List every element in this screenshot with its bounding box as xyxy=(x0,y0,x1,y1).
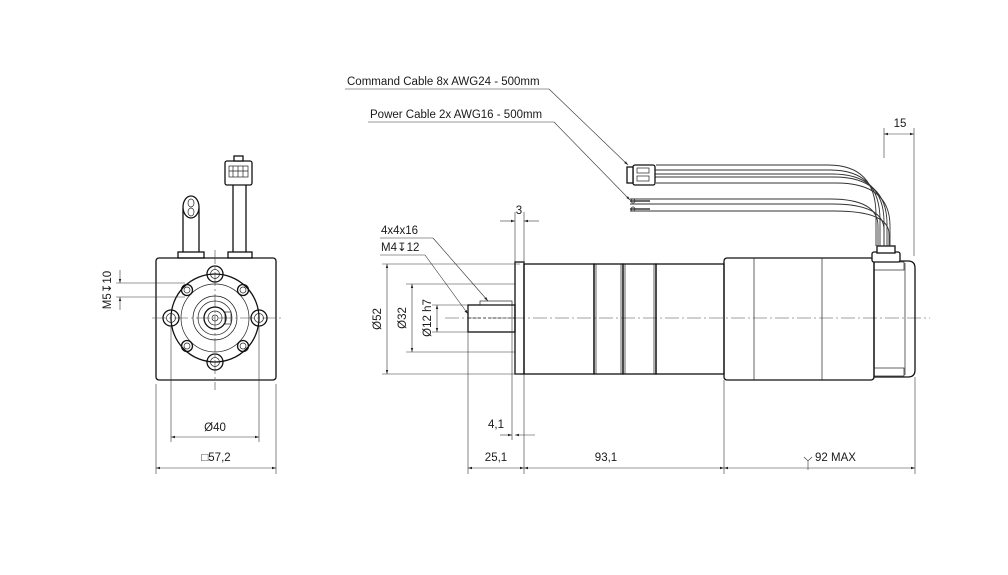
mounting-holes-inner xyxy=(180,283,250,353)
dia32-label: Ø32 xyxy=(397,307,409,329)
dim-3: 3 xyxy=(500,205,539,264)
dim-4-1-label: 4,1 xyxy=(488,419,504,431)
gearbox-ring-1 xyxy=(593,263,624,375)
key-label: 4x4x16 xyxy=(381,225,418,237)
square57-dimension: □57,2 xyxy=(155,384,277,474)
end-cap xyxy=(873,260,916,378)
dim-92max-label: 92 MAX xyxy=(815,452,856,464)
side-key xyxy=(479,300,513,306)
front-view: M5↧10 Ø40 □57,2 xyxy=(102,155,282,474)
dia32-dimension: Ø32 xyxy=(397,283,516,353)
dim-93-1-label: 93,1 xyxy=(595,452,617,464)
shaft xyxy=(203,306,227,330)
motor-housing xyxy=(723,257,875,381)
bottom-dimensions: 25,1 93,1 92 MAX xyxy=(467,332,916,474)
flange-circle xyxy=(170,273,260,363)
dia52-dimension: Ø52 xyxy=(372,263,520,375)
m5-thread-dimension: M5↧10 xyxy=(102,270,185,310)
power-cable-end xyxy=(177,195,205,259)
dim-15-label: 15 xyxy=(894,118,907,130)
cable-bundle xyxy=(630,164,901,263)
power-cable-callout: Power Cable 2x AWG16 - 500mm xyxy=(368,109,631,201)
side-command-connector xyxy=(626,164,656,186)
m5-thread-label: M5↧10 xyxy=(102,271,114,309)
gearbox-ring-2 xyxy=(622,263,657,375)
command-connector xyxy=(224,155,253,259)
max-symbol xyxy=(803,456,813,470)
dim-3-label: 3 xyxy=(516,205,522,217)
command-cable-callout: Command Cable 8x AWG24 - 500mm xyxy=(345,76,629,166)
dia40-label: Ø40 xyxy=(204,422,226,434)
dia12-label: Ø12 h7 xyxy=(422,299,434,337)
power-cable-ends xyxy=(630,198,650,212)
m4-thread-label: M4↧12 xyxy=(381,242,419,254)
dim-4-1: 4,1 xyxy=(488,305,535,440)
dia52-label: Ø52 xyxy=(372,308,384,330)
square57-label: □57,2 xyxy=(201,452,230,464)
front-body xyxy=(155,257,277,381)
dia40-dimension: Ø40 xyxy=(170,326,260,442)
side-shaft xyxy=(467,304,516,333)
command-cable-label: Command Cable 8x AWG24 - 500mm xyxy=(347,76,540,88)
power-cable-label: Power Cable 2x AWG16 - 500mm xyxy=(370,109,542,121)
side-view: Command Cable 8x AWG24 - 500mm Power Cab… xyxy=(345,76,930,474)
key-callout: 4x4x16 M4↧12 xyxy=(380,225,489,315)
gearbox-section-1 xyxy=(523,263,595,375)
dim-25-1-label: 25,1 xyxy=(485,452,507,464)
dim-15: 15 xyxy=(883,118,915,256)
gearbox-section-2 xyxy=(655,263,725,375)
dia12-dimension: Ø12 h7 xyxy=(422,299,468,337)
mounting-holes-outer xyxy=(162,265,268,371)
